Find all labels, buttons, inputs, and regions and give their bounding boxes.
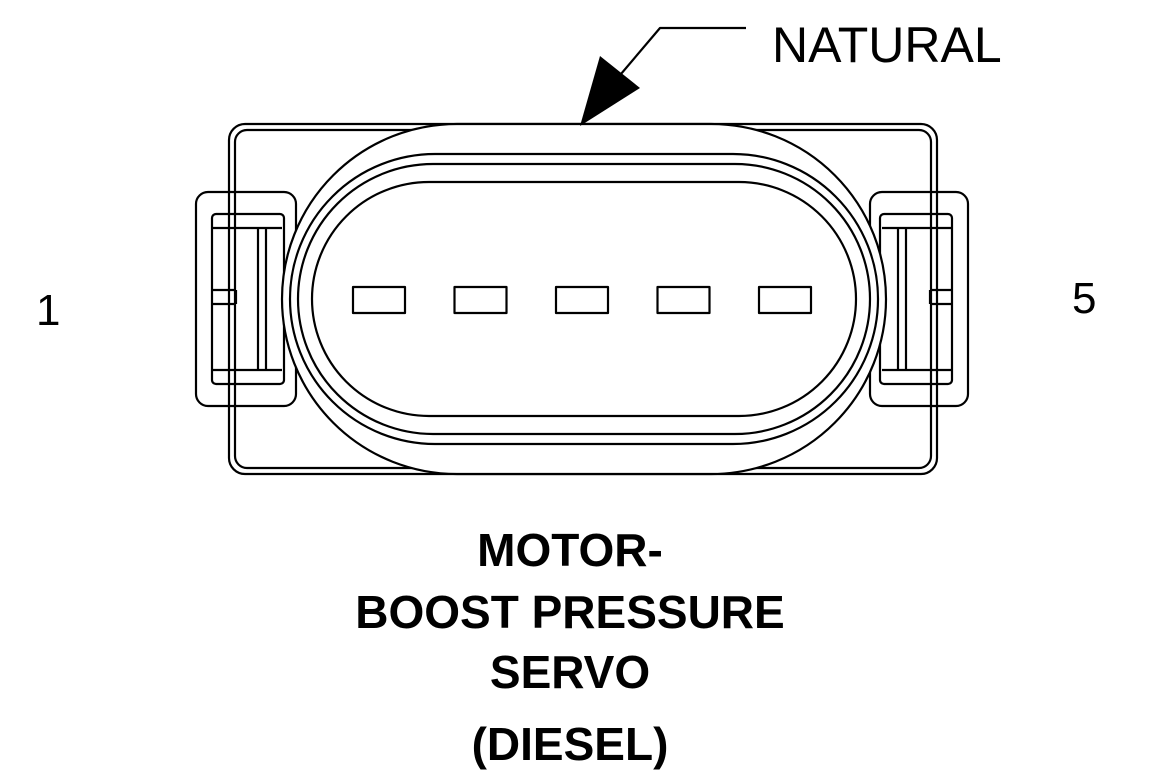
caption-line-1: MOTOR- (477, 524, 663, 576)
callout-leader-line (603, 26, 746, 95)
caption-line-2: BOOST PRESSURE (355, 586, 785, 638)
pin-number-first: 1 (36, 286, 61, 335)
caption-line-4: (DIESEL) (471, 718, 669, 770)
caption-line-3: SERVO (489, 646, 651, 698)
terminal-3 (554, 285, 610, 315)
connector-cavity (296, 162, 872, 436)
terminal-1 (351, 285, 407, 315)
callout-label: NATURAL (772, 17, 1002, 73)
terminal-5 (757, 285, 813, 315)
connector-shroud (280, 122, 888, 476)
terminal-row (351, 285, 813, 315)
pin-number-last: 5 (1072, 274, 1097, 323)
connector-shroud-edge (288, 152, 880, 446)
terminal-4 (656, 285, 711, 315)
terminal-2 (453, 285, 508, 315)
callout-arrowhead (580, 56, 640, 126)
connector-cavity-inner (310, 180, 858, 418)
